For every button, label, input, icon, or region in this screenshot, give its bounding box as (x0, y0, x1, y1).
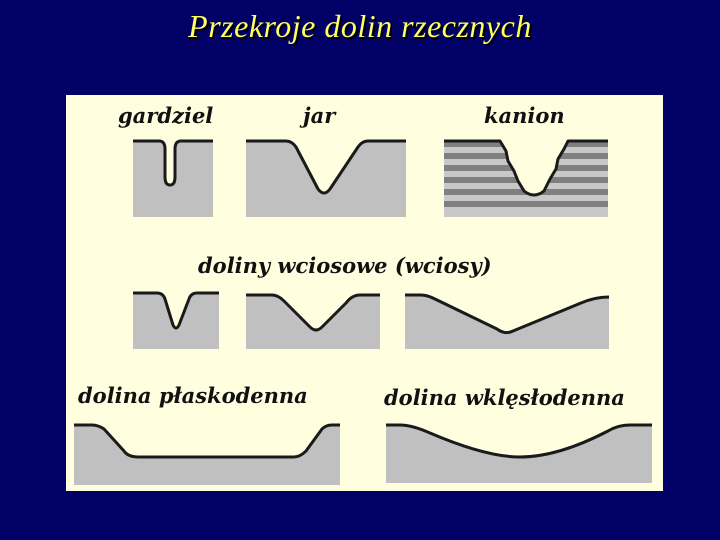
plaskodenna-profile (74, 421, 340, 485)
kanion-profile (444, 137, 608, 217)
wcios-profile-3 (405, 289, 609, 349)
wklesłodenna-profile (386, 421, 652, 483)
wcios-profile-2 (246, 289, 380, 349)
wcios-profile-1 (133, 289, 219, 349)
diagram-panel: gardziel jar kanion (66, 95, 663, 491)
label-plaskodenna: dolina płaskodenna (78, 383, 308, 408)
jar-profile (246, 137, 406, 217)
label-wciosowe: doliny wciosowe (wciosy) (198, 253, 492, 278)
label-wklesłodenna: dolina wklęsłodenna (384, 385, 625, 410)
gardziel-profile (133, 137, 213, 217)
label-jar: jar (303, 103, 336, 128)
label-gardziel: gardziel (118, 103, 214, 128)
slide-title: Przekroje dolin rzecznych (188, 8, 532, 44)
label-kanion: kanion (484, 103, 565, 128)
